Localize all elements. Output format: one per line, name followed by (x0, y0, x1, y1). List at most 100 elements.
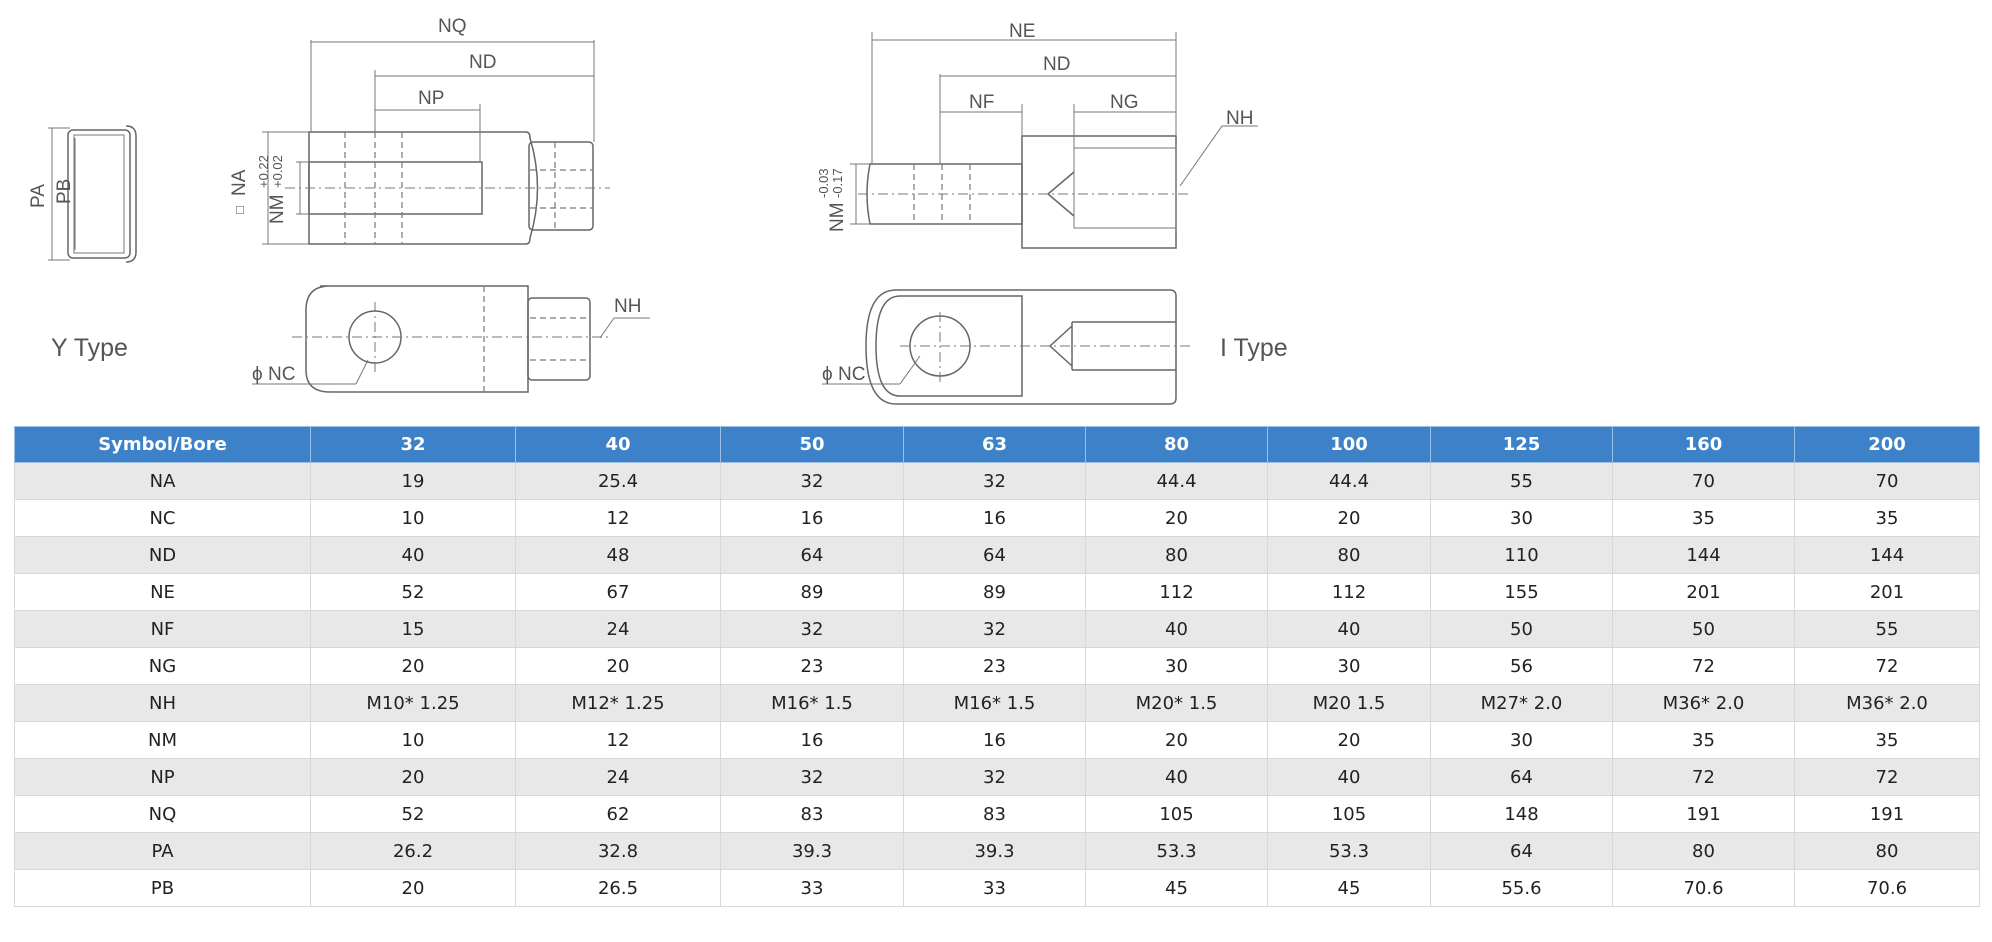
nh-label-y: NH (614, 296, 641, 317)
table-cell: 16 (720, 499, 904, 537)
header-symbol-bore: Symbol/Bore (14, 426, 311, 463)
table-cell: 56 (1430, 647, 1613, 685)
row-symbol-cell: NE (14, 573, 311, 611)
row-symbol-cell: PA (14, 832, 311, 870)
header-bore: 160 (1612, 426, 1795, 463)
nm-label-y: NM (267, 194, 288, 224)
nc-label-i: NC (838, 364, 865, 385)
table-cell: 148 (1430, 795, 1613, 833)
table-cell: 40 (1267, 610, 1431, 648)
table-cell: 155 (1430, 573, 1613, 611)
table-cell: 72 (1612, 647, 1795, 685)
nc-prefix-i: ϕ (822, 364, 833, 385)
table-cell: 20 (515, 647, 721, 685)
table-cell: 30 (1430, 499, 1613, 537)
table-cell: 72 (1794, 758, 1980, 796)
table-cell: 20 (1267, 721, 1431, 759)
row-symbol-cell: NP (14, 758, 311, 796)
drawing-canvas: PA PB NQ (28, 16, 1258, 405)
table-cell: 16 (720, 721, 904, 759)
table-cell: 33 (903, 869, 1086, 907)
table-cell: 23 (903, 647, 1086, 685)
table-cell: 35 (1612, 499, 1795, 537)
nf-label: NF (969, 92, 994, 113)
table-cell: 201 (1612, 573, 1795, 611)
ng-label: NG (1110, 92, 1139, 113)
table-cell: 20 (1267, 499, 1431, 537)
nd-label-i: ND (1043, 54, 1070, 75)
table-cell: 53.3 (1267, 832, 1431, 870)
table-cell: 80 (1085, 536, 1268, 574)
table-cell: 191 (1612, 795, 1795, 833)
na-prefix: □ (232, 206, 247, 214)
table-cell: 70 (1794, 462, 1980, 500)
table-cell: 33 (720, 869, 904, 907)
table-cell: M20* 1.5 (1085, 684, 1268, 722)
table-cell: M27* 2.0 (1430, 684, 1613, 722)
table-cell: 67 (515, 573, 721, 611)
header-bore: 40 (515, 426, 721, 463)
table-cell: 20 (310, 869, 516, 907)
table-cell: 10 (310, 721, 516, 759)
table-cell: 32.8 (515, 832, 721, 870)
table-cell: 201 (1794, 573, 1980, 611)
header-bore: 32 (310, 426, 516, 463)
header-bore: 125 (1430, 426, 1613, 463)
row-symbol-cell: PB (14, 869, 311, 907)
table-cell: 32 (720, 610, 904, 648)
table-cell: 55 (1430, 462, 1613, 500)
table-cell: 70 (1612, 462, 1795, 500)
header-bore: 63 (903, 426, 1086, 463)
table-cell: 50 (1430, 610, 1613, 648)
nh-label-i: NH (1226, 108, 1253, 129)
table-cell: 89 (903, 573, 1086, 611)
ne-label: NE (1009, 21, 1035, 42)
table-cell: 20 (310, 647, 516, 685)
header-bore: 50 (720, 426, 904, 463)
header-bore: 80 (1085, 426, 1268, 463)
table-cell: 35 (1794, 499, 1980, 537)
nd-label-y: ND (469, 52, 496, 73)
table-cell: 40 (310, 536, 516, 574)
row-symbol-cell: ND (14, 536, 311, 574)
table-cell: 32 (903, 610, 1086, 648)
table-cell: 80 (1267, 536, 1431, 574)
na-label: NA (229, 169, 250, 196)
table-cell: 64 (903, 536, 1086, 574)
table-cell: 30 (1085, 647, 1268, 685)
table-cell: M10* 1.25 (310, 684, 516, 722)
table-cell: 83 (903, 795, 1086, 833)
table-cell: 191 (1794, 795, 1980, 833)
table-cell: 64 (1430, 832, 1613, 870)
table-cell: 144 (1794, 536, 1980, 574)
table-cell: 40 (1085, 758, 1268, 796)
row-symbol-cell: NM (14, 721, 311, 759)
table-cell: 144 (1612, 536, 1795, 574)
clip-ring-drawing (48, 125, 137, 263)
specification-table: Symbol/Bore 32 40 50 63 80 100 125 160 2… (14, 426, 1980, 907)
table-cell: 25.4 (515, 462, 721, 500)
table-cell: 40 (1085, 610, 1268, 648)
table-cell: 50 (1612, 610, 1795, 648)
table-cell: 39.3 (903, 832, 1086, 870)
table-cell: 110 (1430, 536, 1613, 574)
table-cell: 44.4 (1267, 462, 1431, 500)
table-cell: 30 (1267, 647, 1431, 685)
table-cell: 62 (515, 795, 721, 833)
table-cell: 39.3 (720, 832, 904, 870)
table-cell: M16* 1.5 (720, 684, 904, 722)
table-cell: 70.6 (1612, 869, 1795, 907)
row-symbol-cell: NF (14, 610, 311, 648)
table-cell: 32 (720, 758, 904, 796)
y-type-label: Y Type (51, 334, 128, 362)
table-cell: 112 (1085, 573, 1268, 611)
table-cell: 48 (515, 536, 721, 574)
table-cell: 32 (903, 462, 1086, 500)
table-cell: 105 (1085, 795, 1268, 833)
